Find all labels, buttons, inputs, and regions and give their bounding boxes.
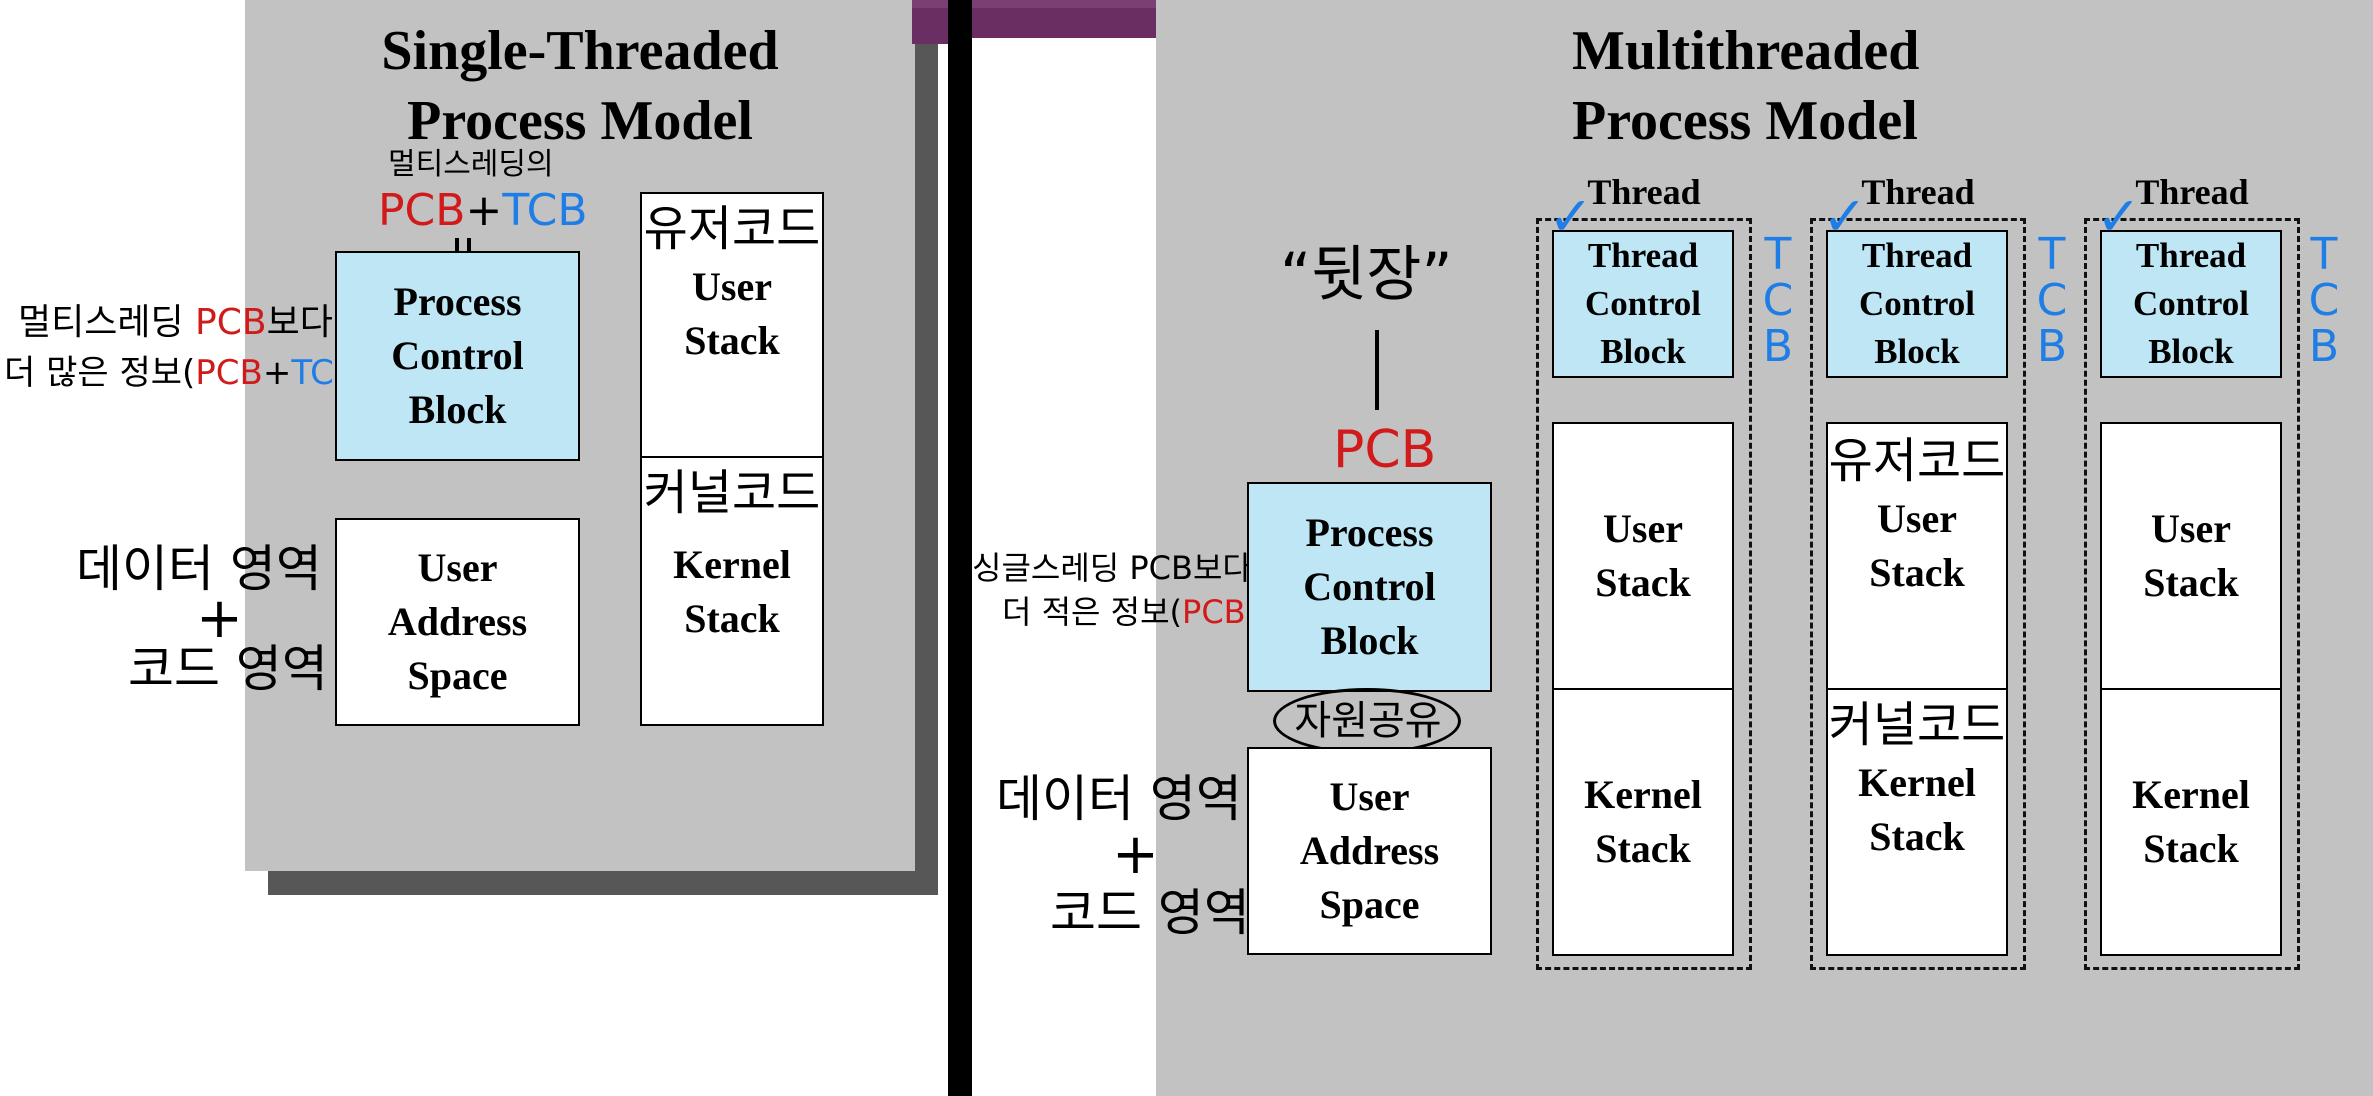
left-address-label: User Address Space bbox=[387, 545, 528, 698]
left-note-top: 멀티스레딩의 bbox=[388, 147, 554, 182]
right-data-note-2: 코드 영역 bbox=[1050, 884, 1250, 942]
thread-1-group bbox=[1536, 218, 1752, 970]
left-side-note-line2: 더 많은 정보(PCB+TCB) bbox=[4, 352, 370, 394]
right-side-note-pcb: PCB bbox=[1182, 593, 1246, 631]
thread-2-user-stack-label: User Stack bbox=[1869, 496, 1965, 595]
thread-2-tcb-label: Thread Control Block bbox=[1858, 236, 1976, 371]
thread-3-kernel-stack-label: Kernel Stack bbox=[2132, 772, 2250, 871]
left-side-note-text: 멀티스레딩 bbox=[18, 302, 196, 343]
thread-1-kernel-stack-label: Kernel Stack bbox=[1584, 772, 1702, 871]
left-title: Single-Threaded Process Model bbox=[381, 20, 779, 152]
thread-1-user-stack-box: User Stack bbox=[1552, 422, 1734, 690]
thread-1-check-icon: ✓ bbox=[1548, 185, 1594, 248]
left-user-stack-label: User Stack bbox=[684, 264, 780, 363]
thread-2-kernel-stack-label: Kernel Stack bbox=[1858, 760, 1976, 859]
left-data-note-plus: + bbox=[196, 586, 243, 651]
left-user-stack-box: 유저코드 User Stack bbox=[640, 192, 824, 458]
left-user-code-note: 유저코드 bbox=[643, 201, 821, 257]
right-data-note-1: 데이터 영역 bbox=[996, 770, 1242, 828]
thread-2-tcb-note: T C B bbox=[2036, 229, 2068, 372]
thread-3-user-stack-box: User Stack bbox=[2100, 422, 2282, 690]
right-quote-line bbox=[1375, 330, 1379, 410]
left-kernel-code-note: 커널코드 bbox=[643, 465, 821, 521]
thread-3-label: Thread bbox=[2135, 172, 2249, 212]
left-side-note-pcb: PCB bbox=[195, 302, 267, 343]
thread-1-label: Thread bbox=[1587, 172, 1701, 212]
thread-2-tcb-box: Thread Control Block bbox=[1826, 230, 2008, 378]
right-pcb-box: Process Control Block bbox=[1247, 482, 1492, 692]
right-address-label: User Address Space bbox=[1299, 774, 1440, 927]
center-white-gap bbox=[972, 38, 1156, 1096]
right-quote-note: “뒷장” bbox=[1280, 240, 1453, 310]
thread-3-tcb-box: Thread Control Block bbox=[2100, 230, 2282, 378]
left-note-plus: + bbox=[465, 185, 503, 236]
right-side-note-text: 더 적은 정보( bbox=[1002, 593, 1183, 631]
right-shared-note: 자원공유 bbox=[1294, 698, 1442, 744]
thread-3-check-icon: ✓ bbox=[2096, 185, 2142, 248]
thread-1-kernel-stack-box: Kernel Stack bbox=[1552, 688, 1734, 956]
thread-3-user-stack-label: User Stack bbox=[2143, 506, 2239, 605]
right-title: Multithreaded Process Model bbox=[1572, 20, 1920, 152]
center-divider bbox=[948, 0, 972, 1096]
right-side-note-line1: 싱글스레딩 PCB보다 bbox=[972, 549, 1252, 587]
thread-2-user-stack-box: 유저코드 User Stack bbox=[1826, 422, 2008, 690]
left-note-tcb: TCB bbox=[502, 185, 588, 236]
left-side-note-line1: 멀티스레딩 PCB보다 bbox=[18, 302, 333, 344]
thread-1-tcb-label: Thread Control Block bbox=[1584, 236, 1702, 371]
left-note-pcb: PCB bbox=[378, 185, 466, 236]
left-side-note-suffix: 보다 bbox=[266, 302, 333, 343]
right-pcb-note: PCB bbox=[1333, 420, 1437, 480]
thread-3-group bbox=[2084, 218, 2300, 970]
left-pcb-label: Process Control Block bbox=[391, 279, 524, 432]
thread-2-kernel-code-note: 커널코드 bbox=[1828, 697, 2006, 753]
right-side-note-line2: 더 적은 정보(PCB만) bbox=[1002, 592, 1288, 632]
thread-1-tcb-note: T C B bbox=[1762, 229, 1794, 372]
right-address-box: User Address Space bbox=[1247, 747, 1492, 955]
right-pcb-label: Process Control Block bbox=[1303, 510, 1436, 663]
thread-2-user-code-note: 유저코드 bbox=[1828, 433, 2006, 489]
left-data-note-2: 코드 영역 bbox=[128, 640, 328, 698]
left-side-note-plus: + bbox=[262, 353, 292, 393]
thread-3-tcb-label: Thread Control Block bbox=[2132, 236, 2250, 371]
left-address-box: User Address Space bbox=[335, 518, 580, 726]
thread-2-check-icon: ✓ bbox=[1822, 185, 1868, 248]
thread-1-tcb-box: Thread Control Block bbox=[1552, 230, 1734, 378]
thread-3-kernel-stack-box: Kernel Stack bbox=[2100, 688, 2282, 956]
thread-2-kernel-stack-box: 커널코드 Kernel Stack bbox=[1826, 688, 2008, 956]
left-kernel-stack-label: Kernel Stack bbox=[673, 542, 791, 641]
thread-2-group bbox=[1810, 218, 2026, 970]
left-kernel-stack-box: 커널코드 Kernel Stack bbox=[640, 456, 824, 726]
right-data-note-plus: + bbox=[1112, 822, 1159, 887]
purple-strip-light bbox=[912, 0, 1156, 8]
left-pcb-box: Process Control Block bbox=[335, 251, 580, 461]
thread-3-tcb-note: T C B bbox=[2308, 229, 2340, 372]
thread-1-user-stack-label: User Stack bbox=[1595, 506, 1691, 605]
left-note-pcb-tcb: PCB+TCB bbox=[378, 186, 588, 236]
left-data-note-1: 데이터 영역 bbox=[76, 540, 322, 598]
thread-2-label: Thread bbox=[1861, 172, 1975, 212]
left-side-note-pcb2: PCB bbox=[195, 353, 263, 393]
left-side-note-text2: 더 많은 정보( bbox=[4, 353, 196, 393]
